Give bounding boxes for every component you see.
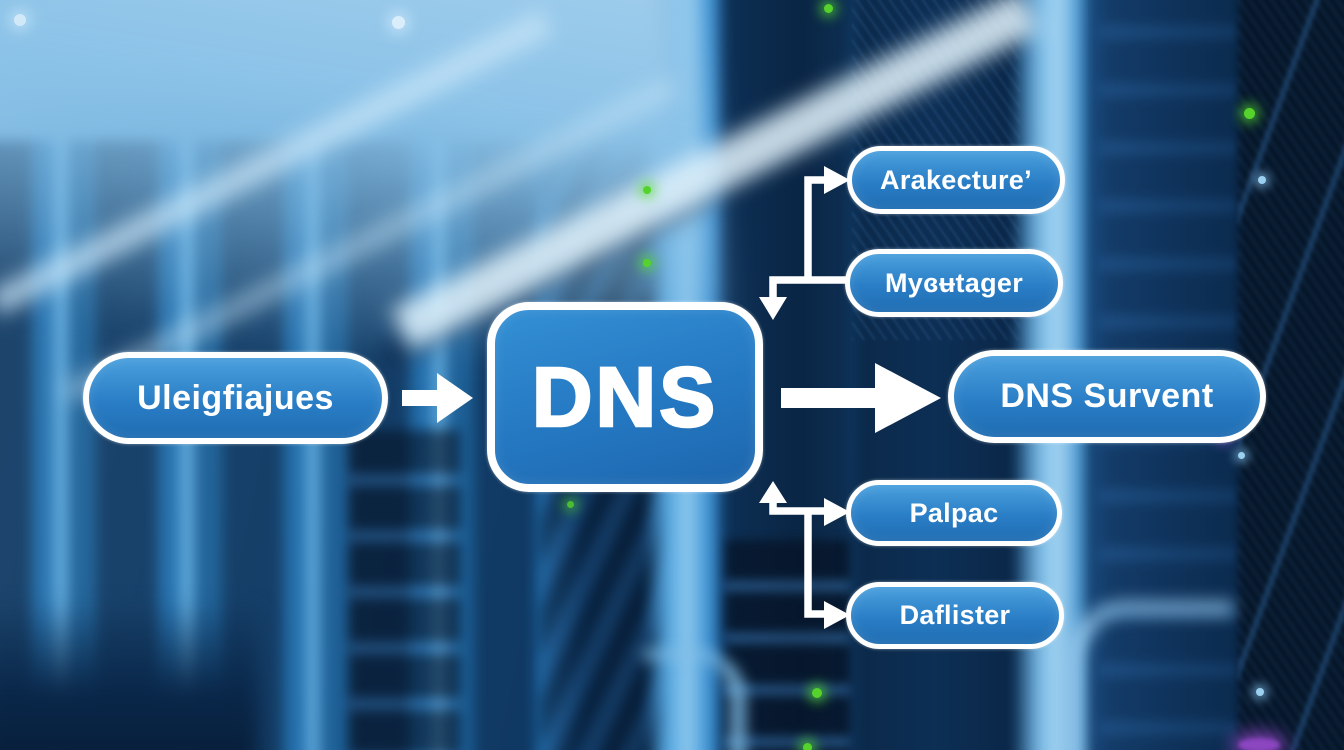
rack-frame-corner	[1063, 600, 1233, 750]
status-led-blue	[1256, 688, 1264, 696]
node-dns-label: DNS	[531, 348, 719, 445]
node-architecture: Arakecture’	[847, 146, 1065, 214]
node-input-label: Uleigfiajues	[137, 378, 334, 417]
node-manager: Myɞʉtager	[845, 249, 1063, 317]
status-led-green	[803, 743, 812, 750]
node-dns: DNS	[487, 302, 763, 492]
node-architecture-label: Arakecture’	[880, 164, 1032, 195]
branch-connector-top	[769, 176, 848, 300]
status-led-white	[14, 14, 26, 26]
node-palpac: Palpac	[846, 480, 1062, 546]
purple-light-glow	[1238, 738, 1280, 750]
floor-shadow	[0, 600, 260, 750]
server-slots-texture	[726, 540, 852, 750]
status-led-green	[643, 186, 651, 194]
status-led-green	[812, 688, 822, 698]
node-daflister: Daflister	[846, 582, 1064, 649]
arrow-right-icon	[402, 373, 473, 423]
arrow-down-icon	[759, 297, 787, 320]
status-led-green	[567, 501, 574, 508]
status-led-green	[643, 259, 651, 267]
status-led-green	[824, 4, 833, 13]
status-led-green	[1244, 108, 1255, 119]
status-led-blue	[1258, 176, 1266, 184]
rack-frame-corner	[642, 648, 746, 750]
status-led-white	[392, 16, 405, 29]
arrow-right-icon	[781, 363, 941, 433]
branch-connector-bottom	[769, 499, 826, 618]
node-input: Uleigfiajues	[83, 352, 388, 444]
status-led-blue	[1238, 452, 1245, 459]
rack-stripes-left	[0, 140, 550, 750]
arrow-up-icon	[759, 481, 787, 503]
node-dns-server: DNS Survent	[948, 350, 1266, 443]
node-daflister-label: Daflister	[899, 600, 1011, 630]
server-slots-texture	[350, 430, 460, 750]
ceiling-beam	[0, 10, 553, 316]
node-dns-server-label: DNS Survent	[1000, 377, 1214, 415]
node-palpac-label: Palpac	[909, 497, 999, 528]
node-manager-label: Myɞʉtager	[884, 267, 1024, 298]
